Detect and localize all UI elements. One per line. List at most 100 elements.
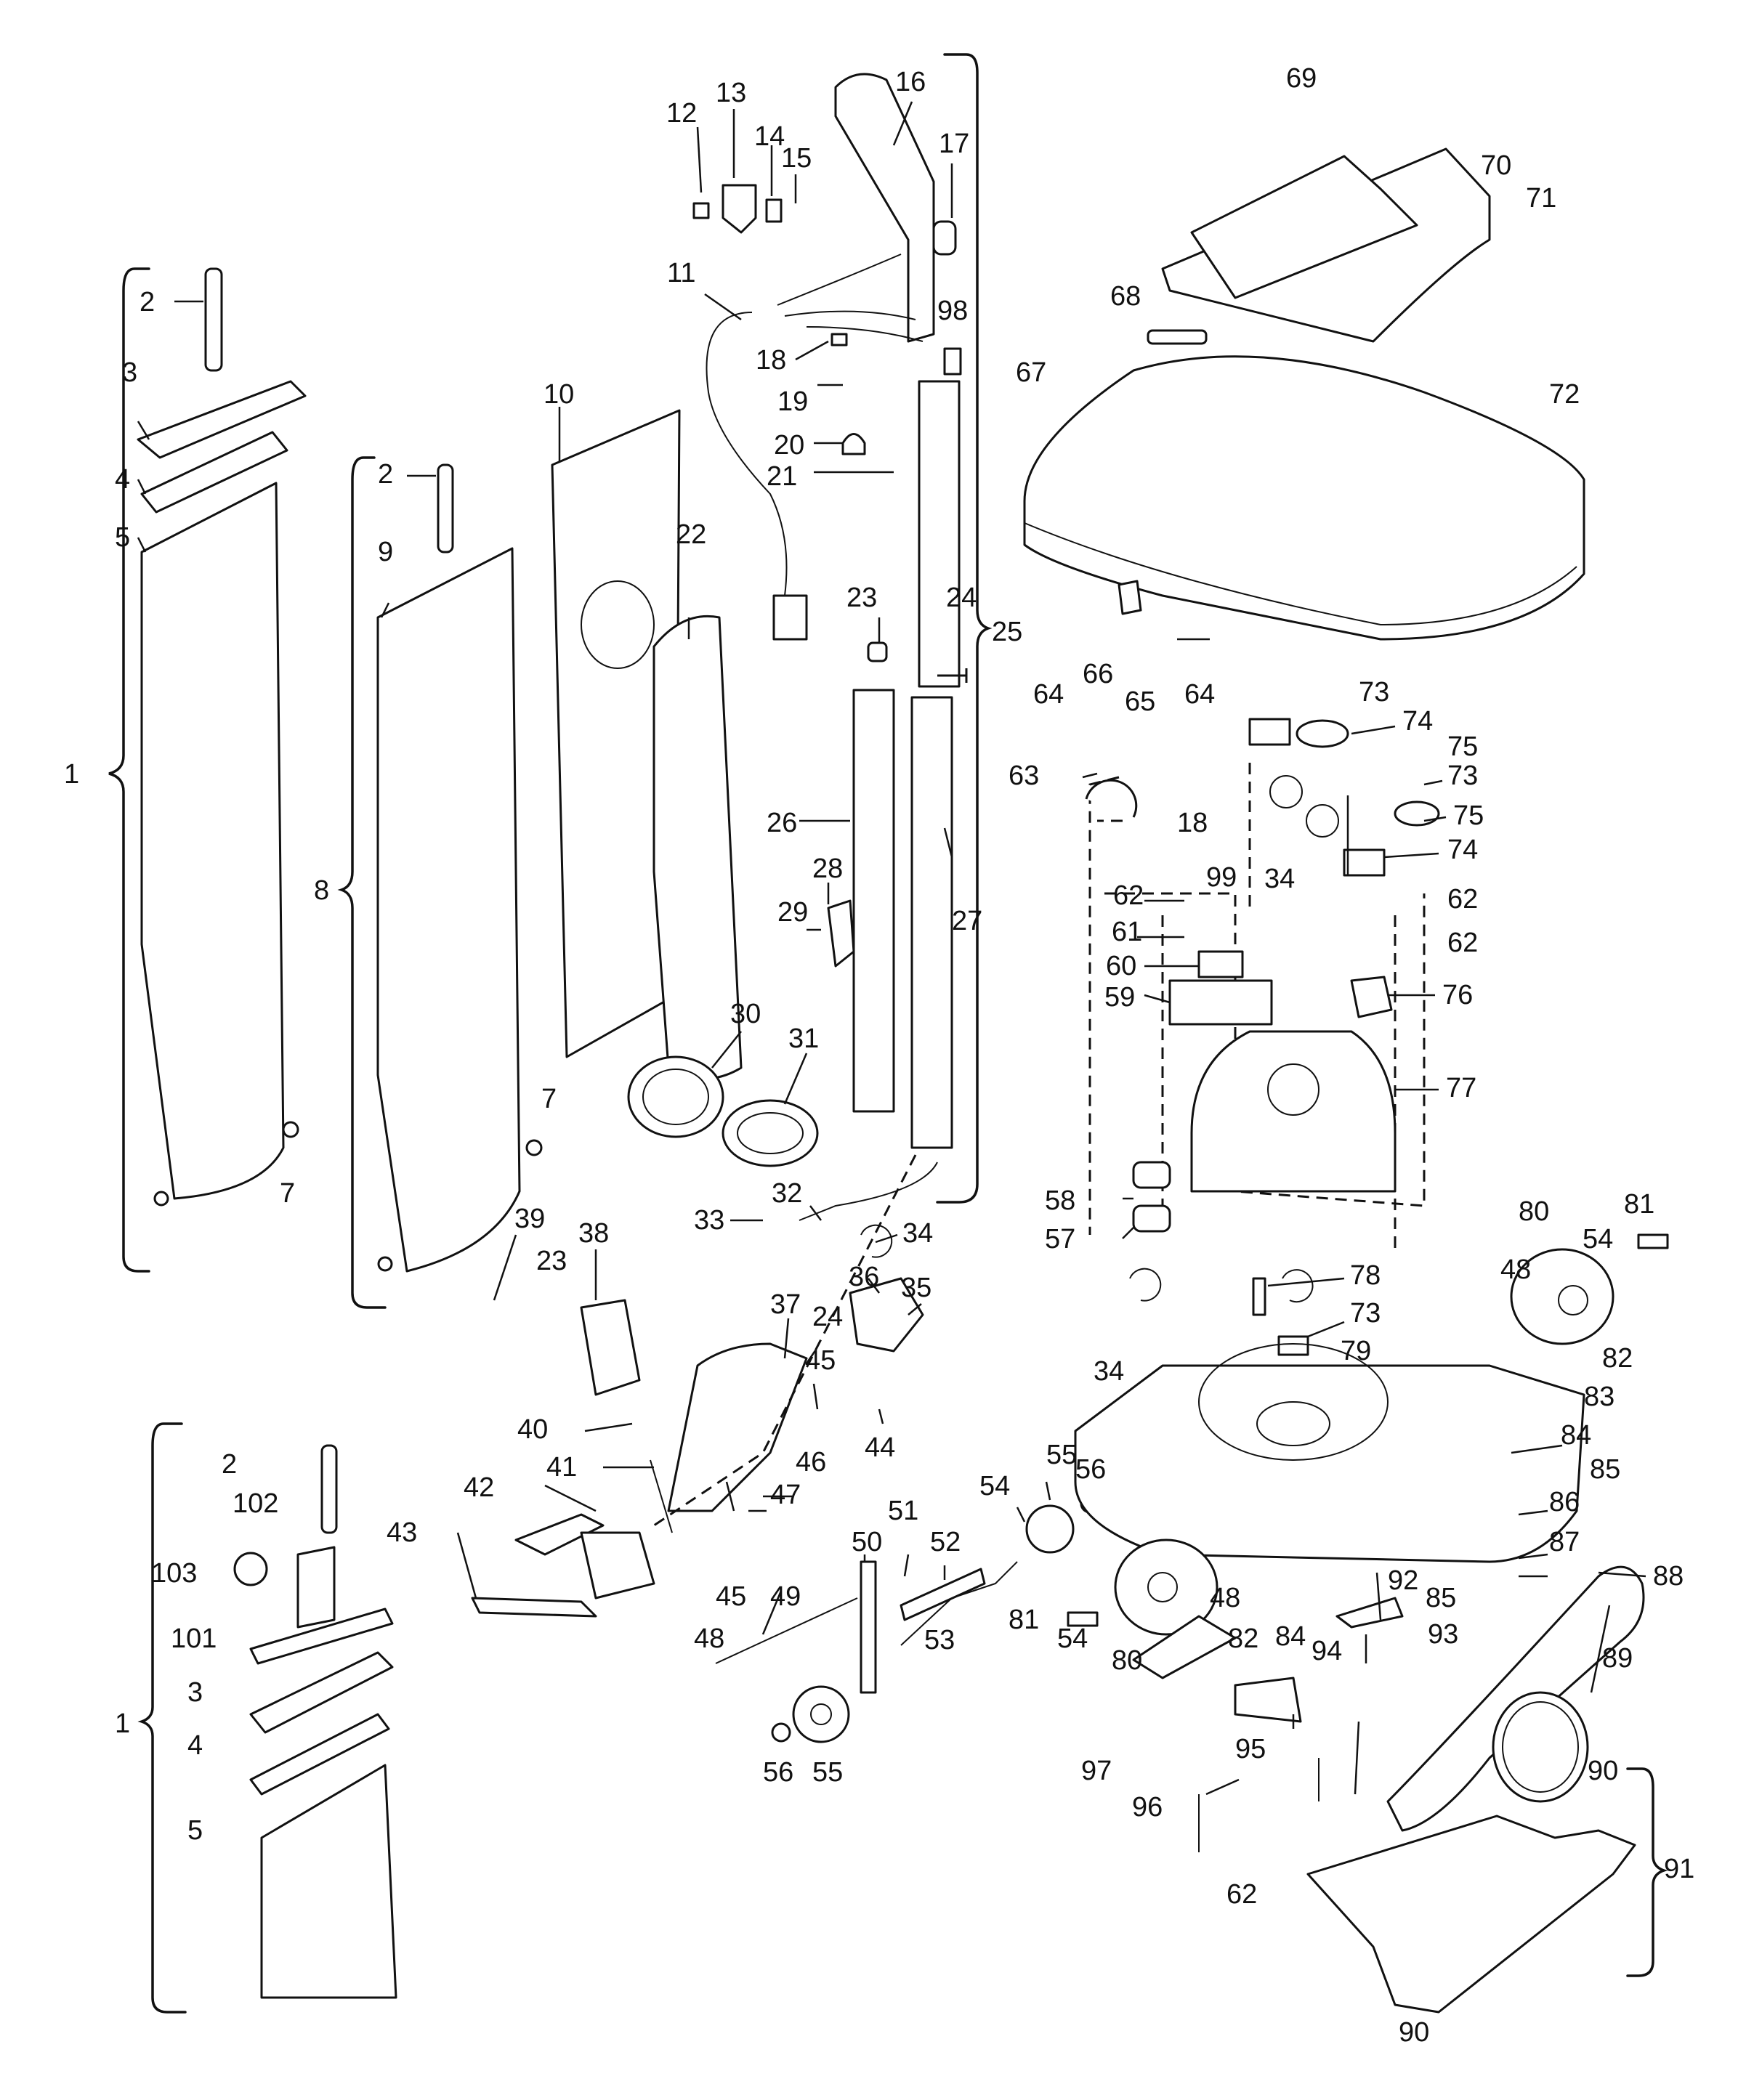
callout-2: 2 (140, 287, 155, 317)
bag-top-cap (137, 380, 307, 459)
callout-84: 84 (1275, 1621, 1306, 1652)
callout-54: 54 (1583, 1224, 1613, 1254)
spring (204, 267, 223, 372)
callout-82: 82 (1228, 1623, 1258, 1654)
callout-44: 44 (865, 1432, 895, 1463)
switch-housing-13 (722, 184, 757, 234)
bottom-plate-91 (1306, 1815, 1636, 2014)
callout-2: 2 (222, 1449, 237, 1480)
callout-20: 20 (774, 430, 804, 461)
power-cord (706, 312, 788, 596)
spring-53 (900, 1568, 986, 1621)
callout-64: 64 (1033, 679, 1064, 710)
clip-102 (296, 1546, 336, 1629)
belt-89-inner (1502, 1701, 1579, 1793)
motor-plate-59 (1168, 979, 1273, 1026)
axle-81-b (1067, 1611, 1099, 1627)
callout-48: 48 (1500, 1254, 1531, 1285)
lower-handle-tube-right (910, 696, 953, 1149)
callout-23: 23 (536, 1246, 567, 1276)
callout-80: 80 (1519, 1196, 1549, 1227)
connector-58 (1132, 1161, 1171, 1189)
callout-75: 75 (1447, 731, 1478, 762)
handle-pivot-bracket-38 (580, 1299, 641, 1396)
small-clip-12 (692, 202, 710, 219)
cord-hook-20 (841, 433, 866, 455)
callout-82: 82 (1602, 1343, 1633, 1374)
callout-66: 66 (1083, 659, 1113, 689)
callout-27: 27 (952, 906, 982, 936)
hose-31 (722, 1099, 819, 1167)
brushroll-88 (1386, 1565, 1645, 1832)
screw (377, 1256, 393, 1272)
bracket-74-b (1343, 848, 1386, 877)
base-83 (1074, 1364, 1585, 1563)
wheel-80-a-hub (1558, 1285, 1588, 1315)
callout-79: 79 (1341, 1336, 1371, 1366)
callout-3: 3 (122, 357, 137, 388)
knob-103 (233, 1552, 268, 1586)
handle-assembly (706, 53, 993, 1221)
callout-23: 23 (846, 583, 877, 613)
belt-63 (1085, 779, 1138, 818)
callout-58: 58 (1045, 1185, 1075, 1216)
callout-1: 1 (64, 759, 79, 790)
inner-bag-assembly (337, 456, 543, 1309)
callout-74: 74 (1402, 706, 1433, 737)
motor-77 (1190, 1030, 1397, 1193)
callout-18: 18 (756, 345, 786, 376)
handle-bracket (936, 53, 993, 1204)
screw (525, 1139, 543, 1156)
cord-guide-36-35 (849, 1277, 924, 1353)
label-98 (943, 347, 962, 376)
callout-80: 80 (1112, 1645, 1142, 1676)
wheel-55-b (1025, 1504, 1075, 1554)
callout-54: 54 (979, 1471, 1010, 1501)
callout-51: 51 (888, 1496, 918, 1526)
callout-85: 85 (1426, 1583, 1456, 1613)
ring-34-b (1282, 1269, 1314, 1303)
callout-68: 68 (1110, 281, 1141, 312)
inner-bag (376, 547, 521, 1273)
wheel-55-a-hub (810, 1703, 832, 1725)
cord-plug (772, 594, 808, 641)
callout-18: 18 (1177, 808, 1208, 838)
callout-103: 103 (151, 1558, 197, 1589)
callout-61: 61 (1112, 917, 1142, 947)
callout-91: 91 (1664, 1854, 1694, 1884)
callout-55: 55 (812, 1757, 843, 1788)
callout-31: 31 (788, 1023, 819, 1054)
callout-1: 1 (115, 1708, 130, 1739)
callout-12: 12 (666, 98, 697, 129)
callout-34: 34 (1094, 1356, 1124, 1387)
callout-5: 5 (187, 1815, 203, 1846)
callout-39: 39 (514, 1204, 545, 1234)
bag-assembly-upper (108, 267, 307, 1273)
spring (320, 1444, 338, 1534)
height-rod-52 (900, 1561, 1018, 1646)
callout-74: 74 (1447, 835, 1478, 865)
callout-21: 21 (767, 461, 797, 492)
spring (437, 463, 454, 554)
callout-54: 54 (1057, 1623, 1088, 1654)
clip-79 (1277, 1335, 1309, 1356)
callout-95: 95 (1235, 1734, 1266, 1764)
spacer-23 (867, 641, 888, 662)
screw (153, 1191, 169, 1207)
wheel-80-b-hub (1147, 1572, 1178, 1602)
callout-49: 49 (770, 1581, 801, 1612)
callout-101: 101 (171, 1623, 217, 1654)
axle-rod-49 (715, 1597, 858, 1664)
callout-62: 62 (1113, 880, 1144, 911)
callout-8: 8 (314, 875, 329, 906)
callout-69: 69 (1286, 63, 1317, 94)
callout-34: 34 (902, 1218, 933, 1249)
callout-73: 73 (1350, 1298, 1381, 1329)
leader-lines (137, 101, 1646, 1796)
plate-97-96 (1132, 1615, 1237, 1679)
axle-81-a (1637, 1233, 1669, 1249)
bottom-plate-bracket (1626, 1767, 1668, 1977)
callout-86: 86 (1549, 1487, 1580, 1517)
cap-56-a (771, 1722, 791, 1743)
